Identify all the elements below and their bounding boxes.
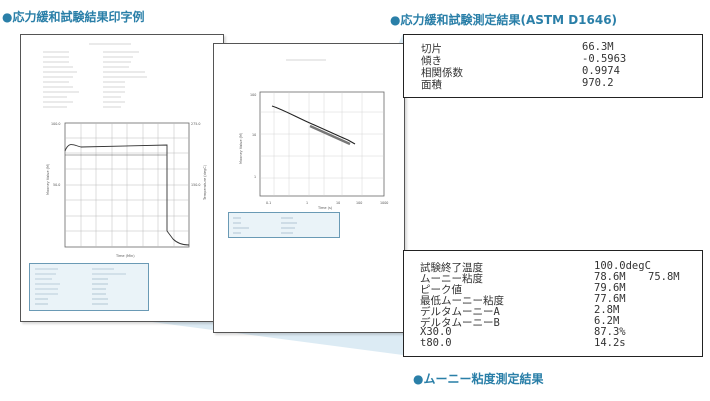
mooney-value: 77.6M bbox=[594, 293, 626, 305]
svg-text:Mooney Value (M): Mooney Value (M) bbox=[46, 163, 50, 195]
printout-sheet-stress-relaxation: Mooney Value (M) Time (s) 100 10 1 0.1 1… bbox=[213, 43, 405, 333]
mooney-label: X30.0 bbox=[420, 326, 452, 338]
printout-mooney-results-box bbox=[29, 263, 149, 311]
stress-value: 66.3M bbox=[582, 41, 614, 53]
stress-label: 傾き bbox=[421, 55, 442, 67]
mooney-value: 78.6M bbox=[594, 271, 626, 283]
mooney-label: 最低ムーニー粘度 bbox=[420, 295, 504, 307]
svg-text:1000: 1000 bbox=[380, 201, 388, 205]
mooney-value: 100.0degC bbox=[594, 260, 651, 272]
heading-mooney-result: ●ムーニー粘度測定結果 bbox=[413, 372, 544, 386]
printout-stress-results-box bbox=[228, 212, 340, 238]
svg-text:Time (s): Time (s) bbox=[317, 206, 333, 210]
stress-value: -0.5963 bbox=[582, 53, 627, 65]
svg-text:Mooney Value (M): Mooney Value (M) bbox=[239, 132, 243, 164]
heading-print-example: ●応力緩和試験結果印字例 bbox=[2, 10, 145, 24]
mooney-label: デルタムーニーB bbox=[420, 317, 500, 329]
mooney-value: 87.3% bbox=[594, 326, 626, 338]
mooney-extra-value: 75.8M bbox=[648, 271, 680, 283]
stress-relaxation-results-table: 切片 66.3M 傾き -0.5963 相関係数 0.9974 面積 970.2 bbox=[403, 34, 703, 98]
mooney-value: 79.6M bbox=[594, 282, 626, 294]
svg-text:100: 100 bbox=[356, 201, 362, 205]
mooney-value: 2.8M bbox=[594, 304, 620, 316]
svg-text:100.0: 100.0 bbox=[51, 122, 60, 126]
mooney-label: t80.0 bbox=[420, 337, 452, 349]
mooney-label: ムーニー粘度 bbox=[420, 273, 483, 285]
mooney-value: 14.2s bbox=[594, 337, 626, 349]
mooney-value: 6.2M bbox=[594, 315, 620, 327]
svg-text:Temperature (degC): Temperature (degC) bbox=[203, 164, 207, 201]
stress-value: 970.2 bbox=[582, 77, 614, 89]
svg-text:275.0: 275.0 bbox=[191, 122, 200, 126]
svg-text:0.1: 0.1 bbox=[266, 201, 271, 205]
printout-mooney-drawing: Mooney Value (M) Temperature (degC) Time… bbox=[43, 43, 207, 258]
mooney-label: ピーク値 bbox=[420, 284, 462, 296]
stress-label: 面積 bbox=[421, 79, 442, 91]
stress-value: 0.9974 bbox=[582, 65, 620, 77]
svg-text:10: 10 bbox=[336, 201, 340, 205]
svg-text:100: 100 bbox=[250, 93, 256, 97]
printout-stress-drawing: Mooney Value (M) Time (s) 100 10 1 0.1 1… bbox=[239, 59, 388, 210]
svg-text:1: 1 bbox=[254, 175, 256, 179]
printout-sheet-mooney: Mooney Value (M) Temperature (degC) Time… bbox=[20, 34, 224, 322]
stress-label: 相関係数 bbox=[421, 67, 463, 79]
mooney-label: デルタムーニーA bbox=[420, 306, 500, 318]
heading-stress-relaxation-result: ●応力緩和試験測定結果(ASTM D1646) bbox=[390, 13, 618, 27]
svg-text:50.0: 50.0 bbox=[53, 183, 60, 187]
svg-text:150.0: 150.0 bbox=[191, 183, 200, 187]
svg-text:Time (Min): Time (Min) bbox=[115, 254, 135, 258]
mooney-label: 試験終了温度 bbox=[420, 262, 483, 274]
stress-label: 切片 bbox=[421, 43, 442, 55]
mooney-results-table: 試験終了温度 100.0degC ムーニー粘度 78.6M 75.8M ピーク値… bbox=[403, 250, 703, 357]
svg-text:10: 10 bbox=[252, 133, 256, 137]
svg-text:1: 1 bbox=[306, 201, 308, 205]
